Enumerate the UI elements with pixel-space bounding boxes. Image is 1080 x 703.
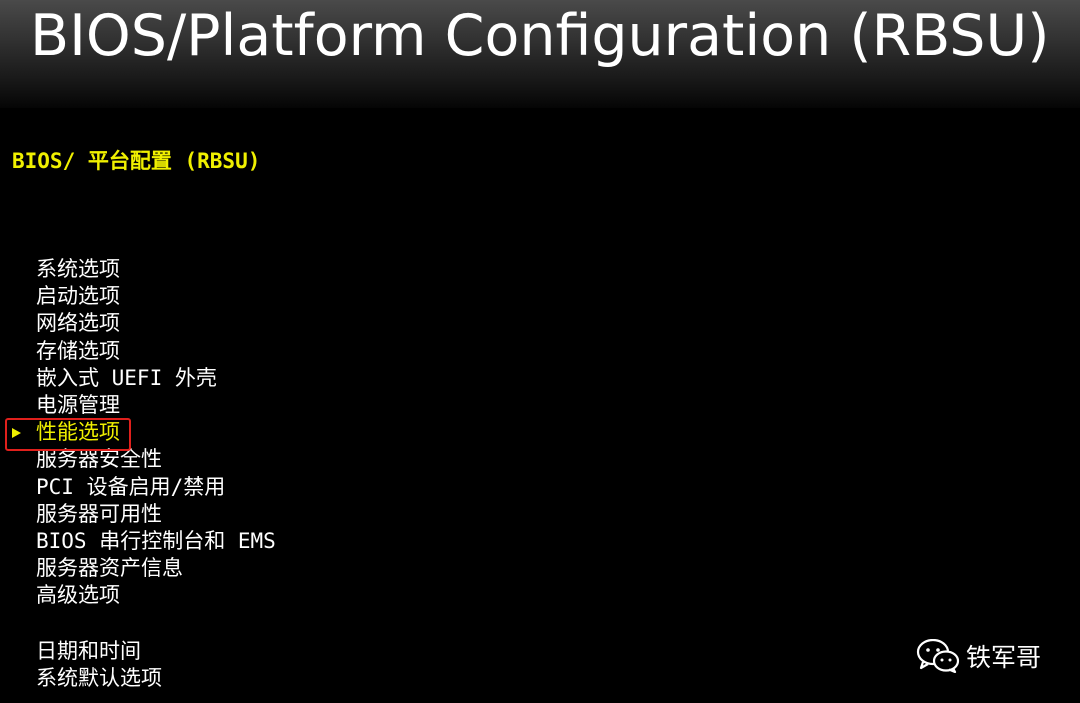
menu-item-label: 性能选项: [36, 420, 120, 445]
menu-item-bios-serial-console-ems[interactable]: BIOS 串行控制台和 EMS: [0, 528, 600, 555]
menu-item-label: 存储选项: [36, 338, 120, 363]
menu-item-server-security[interactable]: 服务器安全性: [0, 446, 600, 473]
wechat-icon: [916, 639, 960, 673]
menu-item-performance-options[interactable]: 性能选项: [0, 419, 600, 446]
menu-item-power-management[interactable]: 电源管理: [0, 392, 600, 419]
menu-item-advanced-options[interactable]: 高级选项: [0, 582, 600, 609]
menu-item-label: 网络选项: [36, 311, 120, 336]
menu-item-server-availability[interactable]: 服务器可用性: [0, 501, 600, 528]
banner-title: BIOS/Platform Configuration (RBSU): [30, 3, 1050, 69]
pointer-arrow-icon: [12, 428, 21, 439]
menu-item-label: 启动选项: [36, 284, 120, 309]
menu-item-server-asset-info[interactable]: 服务器资产信息: [0, 555, 600, 582]
menu-item-embedded-uefi-shell[interactable]: 嵌入式 UEFI 外壳: [0, 365, 600, 392]
menu-item-label: 服务器安全性: [36, 447, 162, 472]
menu-item-boot-options[interactable]: 启动选项: [0, 283, 600, 310]
watermark: 铁军哥: [916, 636, 1041, 676]
menu-item-date-time[interactable]: 日期和时间: [0, 638, 162, 665]
menu-item-label: 高级选项: [36, 583, 120, 608]
menu-item-label: 电源管理: [36, 392, 120, 417]
menu-item-pci-device-enable-disable[interactable]: PCI 设备启用/禁用: [0, 474, 600, 501]
menu-item-storage-options[interactable]: 存储选项: [0, 338, 600, 365]
menu-item-system-default-options[interactable]: 系统默认选项: [0, 665, 162, 692]
menu-item-label: 服务器资产信息: [36, 556, 183, 581]
title-banner: BIOS/Platform Configuration (RBSU): [0, 0, 1080, 108]
menu-item-label: PCI 设备启用/禁用: [36, 474, 226, 499]
watermark-text: 铁军哥: [966, 643, 1042, 672]
menu-item-system-options[interactable]: 系统选项: [0, 256, 600, 283]
page-heading: BIOS/ 平台配置 (RBSU): [12, 149, 261, 173]
menu-item-label: 系统选项: [36, 257, 120, 281]
main-menu: 系统选项 启动选项 网络选项 存储选项 嵌入式 UEFI 外壳 电源管理 性能选…: [0, 256, 600, 609]
menu-item-network-options[interactable]: 网络选项: [0, 310, 600, 337]
menu-item-label: 嵌入式 UEFI 外壳: [36, 365, 217, 390]
menu-item-label: BIOS 串行控制台和 EMS: [36, 528, 276, 553]
secondary-menu: 日期和时间 系统默认选项: [0, 638, 162, 692]
menu-item-label: 服务器可用性: [36, 501, 162, 526]
menu-item-label: 日期和时间: [36, 639, 141, 663]
menu-item-label: 系统默认选项: [36, 666, 162, 691]
